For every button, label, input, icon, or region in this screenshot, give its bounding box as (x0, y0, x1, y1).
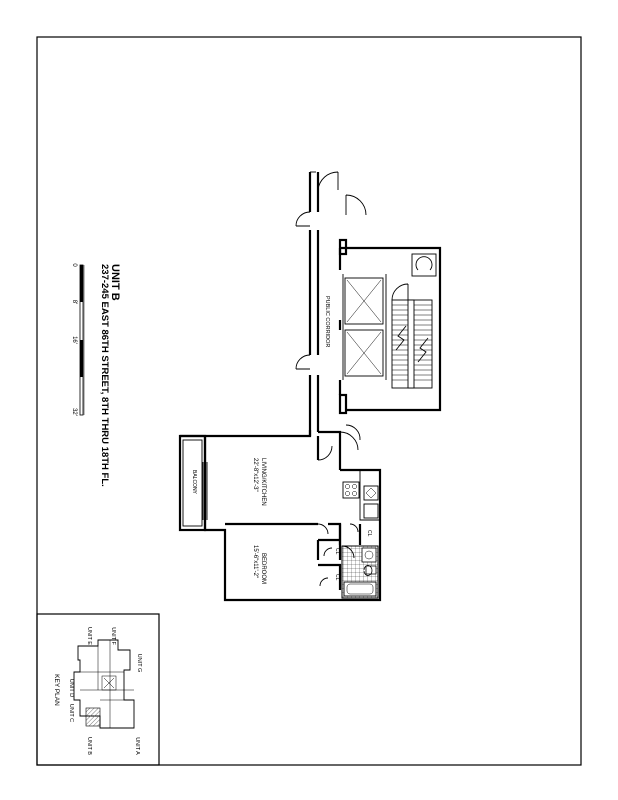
cooktop (342, 481, 360, 499)
kitchen (342, 470, 380, 521)
toilet (363, 565, 377, 576)
corridor-label: PUBLIC CORRIDOR (324, 296, 330, 347)
key-plan-label-unit-g: UNIT G (136, 654, 142, 673)
floor-plan: PUBLIC CORRIDOR (178, 171, 442, 602)
scale-tick-32: 32' (71, 408, 77, 416)
closet-3: CL (318, 563, 342, 590)
living-kitchen-name: LIVING/KITCHEN (260, 458, 266, 506)
refrigerator (363, 503, 379, 519)
address-subtitle: 237-245 EAST 86TH STREET, 8TH THRU 18TH … (99, 264, 110, 487)
key-plan-label-unit-d: UNIT D (68, 679, 74, 697)
bathroom (341, 545, 379, 599)
key-plan-label-unit-c: UNIT C (68, 704, 74, 722)
closet-2-label: CL (334, 548, 340, 555)
key-plan-frame (36, 613, 160, 766)
key-plan-label-unit-a: UNIT A (134, 737, 140, 755)
key-plan-diagram (73, 639, 135, 729)
title-block: UNIT B 237-245 EAST 86TH STREET, 8TH THR… (99, 264, 121, 487)
elevator-2 (344, 329, 384, 377)
bathtub (343, 581, 377, 597)
closet-2: CL (316, 538, 340, 560)
closet-3-label: CL (334, 574, 340, 581)
living-kitchen-dims: 22'-8"x12'-3" (252, 458, 258, 492)
bedroom-name: BEDROOM (260, 553, 266, 584)
closet-1-label: CL (366, 530, 372, 537)
key-plan-label-unit-b: UNIT B (86, 737, 92, 755)
scale-bar: 0 8' 16' 32' (71, 263, 85, 416)
key-plan-label-unit-f: UNIT F (110, 627, 116, 645)
bedroom-dims: 15'-6"x11'-2" (252, 545, 258, 578)
elevator-stair-core (338, 238, 442, 415)
key-plan: KEY PLAN UNIT A UNIT B UNIT C UNIT D UNI… (36, 613, 160, 766)
scale-tick-0: 0 (71, 263, 77, 267)
stair (391, 299, 433, 389)
key-plan-label-unit-e: UNIT E (86, 627, 92, 645)
closet-1: CL (338, 523, 372, 560)
kitchen-sink (363, 485, 379, 501)
elevator-1 (344, 277, 384, 325)
public-corridor: PUBLIC CORRIDOR (295, 171, 367, 441)
scale-tick-8: 8' (71, 300, 77, 304)
key-plan-highlight-unit-b (85, 707, 101, 727)
bedroom-room: BEDROOM 15'-6"x11'-2" (252, 523, 329, 584)
balcony: BALCONY (178, 434, 207, 532)
balcony-label: BALCONY (191, 470, 197, 495)
vanity (361, 547, 377, 563)
unit-title: UNIT B (109, 264, 121, 301)
page-border (36, 36, 582, 766)
living-kitchen-room: LIVING/KITCHEN 22'-8"x12'-3" (252, 458, 266, 506)
scale-tick-16: 16' (71, 336, 77, 344)
key-plan-title: KEY PLAN (53, 674, 60, 706)
